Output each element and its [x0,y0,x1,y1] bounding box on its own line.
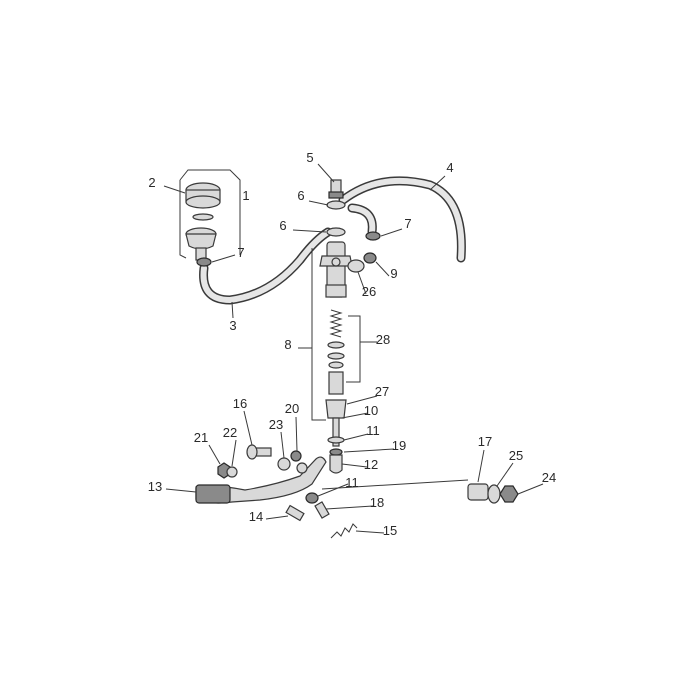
master-cylinder [319,241,353,298]
part-label-7a: 7 [237,245,244,260]
part-label-11b: 11 [345,475,359,490]
part-label-21: 21 [194,430,208,445]
part-label-7b: 7 [404,216,411,231]
part-label-6a: 6 [297,188,304,203]
sealing-washers [326,200,346,237]
part-label-23: 23 [269,417,283,432]
part-label-9: 9 [390,266,397,281]
part-label-24: 24 [542,470,556,485]
part-label-3: 3 [229,318,236,333]
inlet-fitting [347,252,377,273]
brake-line-hose [338,176,466,263]
pivot-spacer [226,466,238,478]
pushrod [327,417,345,474]
nut [499,485,519,503]
hose-clamp-right [365,231,381,241]
part-label-8: 8 [284,337,291,352]
part-label-15: 15 [383,523,397,538]
part-label-12: 12 [364,457,378,472]
part-label-16: 16 [233,396,247,411]
part-label-18: 18 [370,495,384,510]
return-spring [330,523,358,539]
pedal-stop-bolt [314,501,330,519]
brake-pedal [195,456,327,504]
pivot-bushing [290,450,302,462]
lower-pin [285,504,305,522]
part-label-17: 17 [478,434,492,449]
dust-boot [325,399,347,419]
part-label-19: 19 [392,438,406,453]
bushing [467,483,489,501]
part-label-6b: 6 [279,218,286,233]
part-label-22: 22 [223,425,237,440]
part-label-5: 5 [306,150,313,165]
washer [487,484,501,504]
reservoir-hose [199,227,333,305]
part-label-1: 1 [242,188,249,203]
part-label-20: 20 [285,401,299,416]
part-label-26: 26 [362,284,376,299]
pivot-washer [277,457,291,471]
piston [328,371,344,395]
part-label-2: 2 [148,175,155,190]
banjo-bolt [328,179,344,199]
part-label-10: 10 [364,403,378,418]
fluid-reservoir [179,169,241,261]
piston-spring [329,309,343,338]
piston-seals [327,341,345,369]
part-label-25: 25 [509,448,523,463]
hose-clamp-left [196,257,212,267]
leader-lines [163,163,544,534]
part-label-27: 27 [375,384,389,399]
pivot-bolt [246,444,272,460]
part-label-14: 14 [249,509,263,524]
part-label-11a: 11 [366,423,380,438]
part-label-4: 4 [446,160,453,175]
part-label-13: 13 [148,479,162,494]
clevis-pin [305,492,319,504]
part-label-28: 28 [376,332,390,347]
pivot-shaft-line [321,479,469,490]
